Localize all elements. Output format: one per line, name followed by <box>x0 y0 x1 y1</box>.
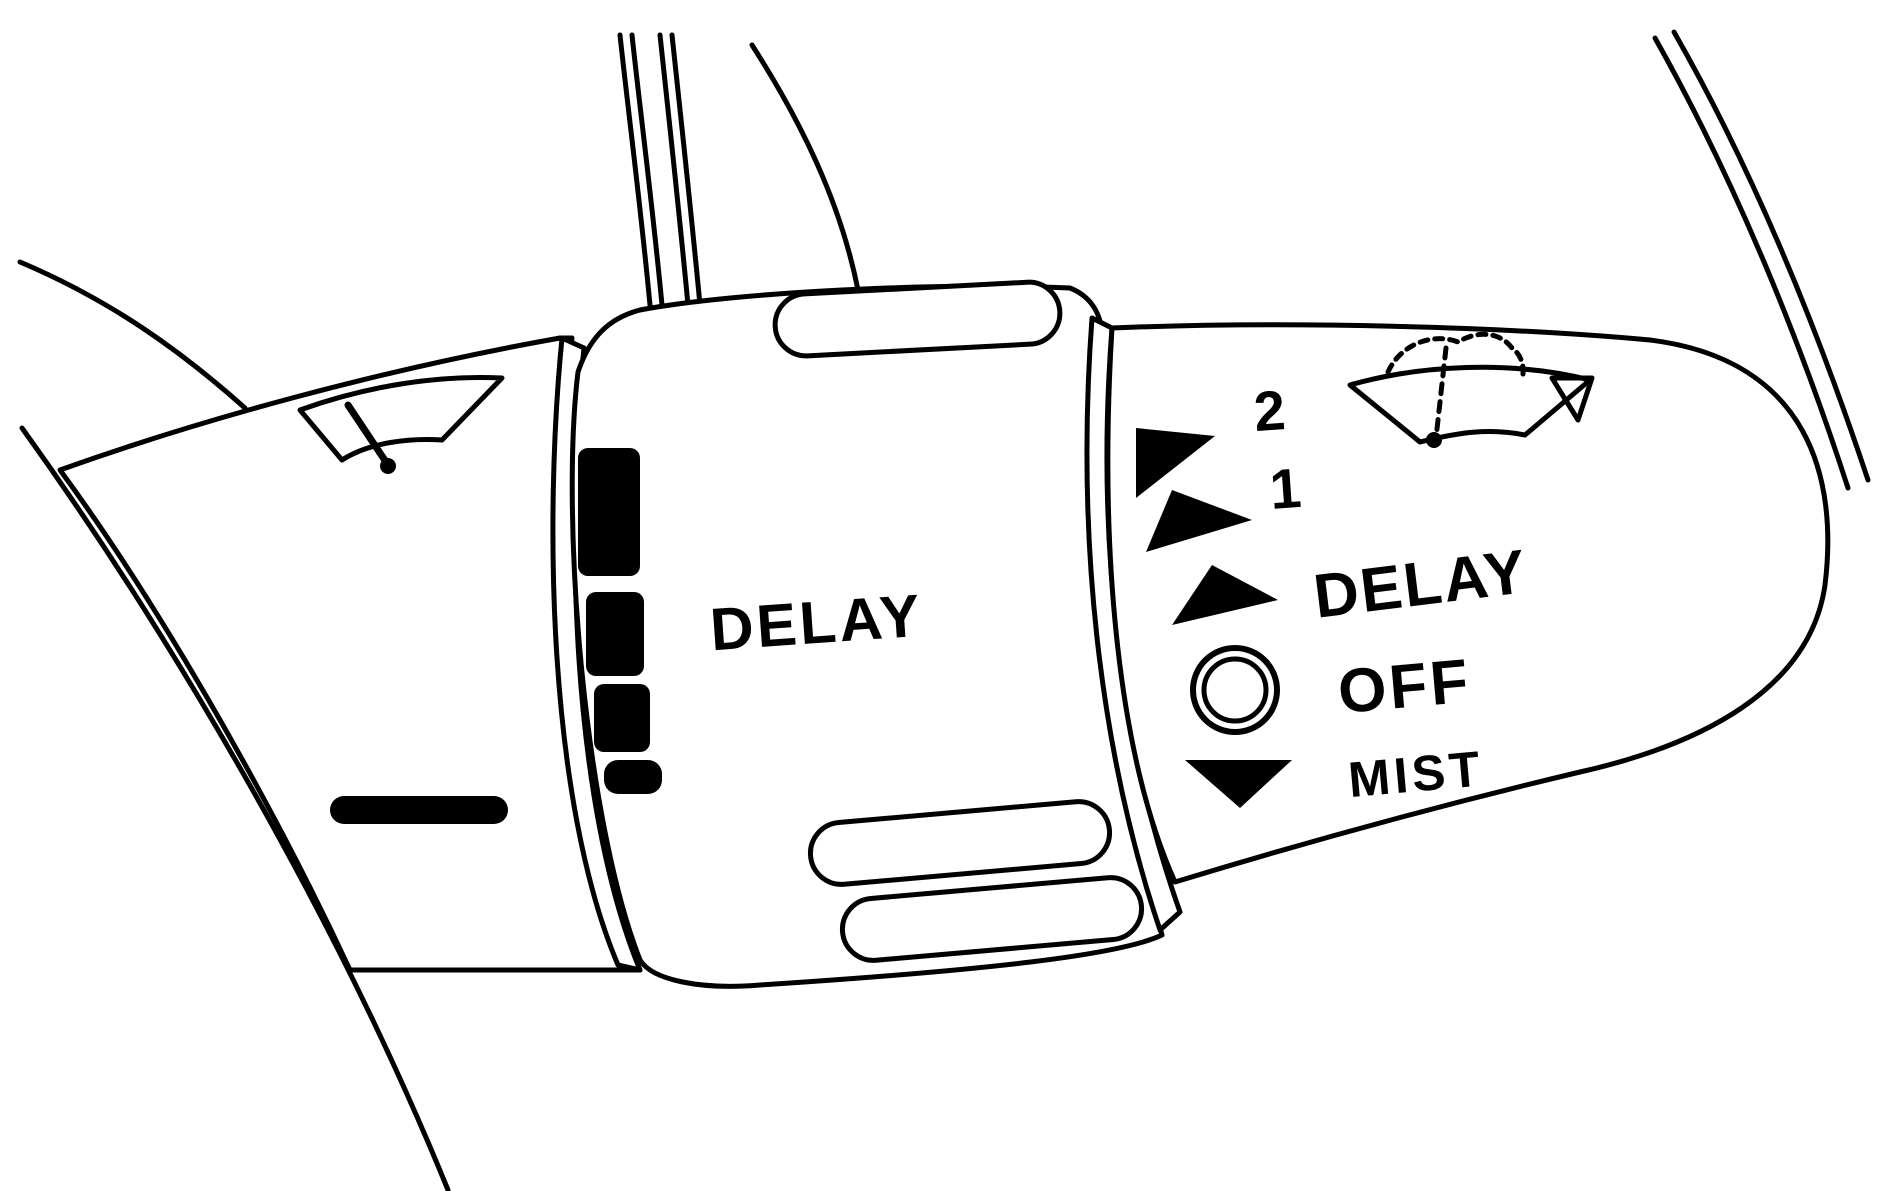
band-delay-label: DELAY <box>708 582 925 664</box>
mist-arrow-icon <box>1185 760 1292 808</box>
band-grip-ridge-top <box>772 279 1063 359</box>
delay-arrow-icon <box>1172 565 1278 625</box>
speed-1-arrow-icon <box>1146 490 1252 552</box>
band-grip-ridge-bottom <box>839 875 1145 963</box>
delay-interval-bars-icon <box>578 448 662 794</box>
delay-rotary-band[interactable] <box>569 279 1165 989</box>
triangle-down-outline-icon <box>1549 375 1595 423</box>
windshield-wiper-icon <box>297 374 505 474</box>
lever-tip[interactable] <box>1105 322 1831 885</box>
off-label: OFF <box>1335 647 1473 727</box>
speed-2-arrow-icon <box>1136 428 1215 498</box>
stalk-marker-bar <box>330 796 508 824</box>
mist-label: MIST <box>1346 740 1486 808</box>
off-circle-icon <box>1190 645 1280 735</box>
speed-2-label: 2 <box>1252 378 1287 443</box>
band-grip-ridge-middle <box>807 799 1113 887</box>
background-lines <box>17 29 1871 1191</box>
speed-1-label: 1 <box>1268 456 1303 521</box>
